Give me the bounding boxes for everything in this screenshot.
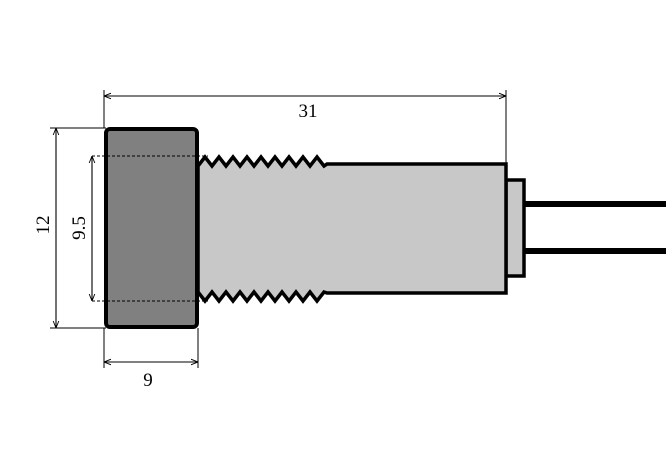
threaded-body <box>196 154 508 304</box>
rear-cap <box>504 178 526 278</box>
dim-label-thread-diameter: 9.5 <box>69 216 90 240</box>
dim-label-head-diameter: 12 <box>33 216 54 235</box>
sensor-head <box>104 127 199 329</box>
dim-label-overall-length: 31 <box>299 101 318 122</box>
dim-label-head-length: 9 <box>143 370 153 391</box>
